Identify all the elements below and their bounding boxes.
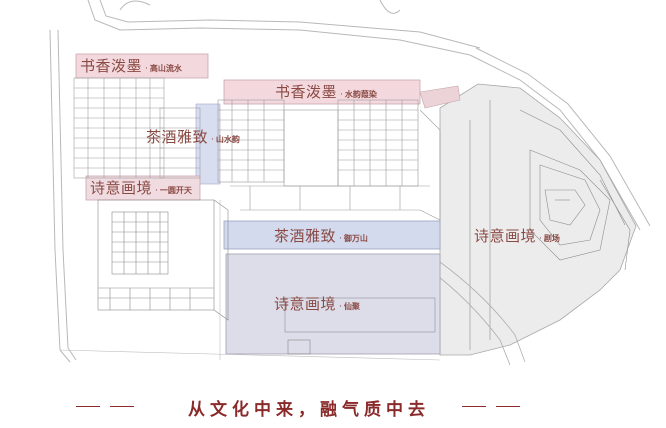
zone-title: 诗意画境 (90, 179, 153, 197)
plan-outlines (59, 200, 441, 361)
tagline-dash-left-1 (76, 406, 100, 407)
zone-title: 书香泼墨 (275, 83, 338, 101)
tagline-dash-right-1 (462, 406, 486, 407)
zone-subtitle: 一圆开天 (159, 185, 192, 195)
zone-subtitle: 御万山 (343, 233, 368, 243)
zone-lower-block (225, 253, 441, 355)
zone-label-shiyi-lower: 诗意画境·仙聚 (274, 296, 360, 312)
zone-title: 茶酒雅致 (146, 128, 209, 146)
zone-title: 诗意画境 (274, 295, 337, 313)
label-separator: · (211, 135, 214, 145)
label-separator: · (340, 90, 343, 100)
zone-lower-small (287, 339, 311, 355)
label-separator: · (339, 234, 342, 244)
slogan: 从文化中来，融气质中去 (188, 400, 430, 420)
lower-left-building (97, 199, 229, 321)
zone-title: 书香泼墨 (80, 57, 143, 75)
label-separator: · (155, 186, 158, 196)
label-separator: · (145, 64, 148, 74)
zone-subtitle: 高山流水 (149, 63, 182, 73)
label-separator: · (339, 302, 342, 312)
zone-subtitle: 水韵葭染 (344, 89, 377, 99)
zone-pink-corner (419, 85, 461, 109)
zone-label-shuxiang-left: 书香泼墨·高山流水 (80, 58, 182, 74)
zone-label-chajiu-upper: 茶酒雅致·山水韵 (146, 129, 240, 145)
zone-label-chajiu-middle: 茶酒雅致·御万山 (274, 228, 368, 244)
zone-title: 诗意画境 (474, 227, 537, 245)
zone-label-shuxiang-upper: 书香泼墨·水韵葭染 (275, 84, 377, 100)
left-towers (73, 77, 201, 179)
zone-subtitle: 仙聚 (343, 301, 360, 311)
zone-label-shiyi-theater: 诗意画境·剧场 (474, 228, 560, 244)
zone-subtitle: 山水韵 (215, 134, 240, 144)
central-towers (217, 99, 441, 221)
zone-pink-mid (85, 175, 201, 201)
zone-label-shiyi-left: 诗意画境·一圆开天 (90, 180, 192, 196)
label-separator: · (539, 234, 542, 244)
theater-structure (469, 100, 631, 350)
zone-title: 茶酒雅致 (274, 227, 337, 245)
roads (49, 0, 651, 363)
zone-lower-inner (284, 297, 436, 333)
tagline-dash-right-2 (496, 406, 520, 407)
theater-area (439, 83, 637, 356)
zone-blue-band (223, 220, 441, 250)
zone-subtitle: 剧场 (543, 233, 560, 243)
tagline-dash-left-2 (110, 406, 134, 407)
